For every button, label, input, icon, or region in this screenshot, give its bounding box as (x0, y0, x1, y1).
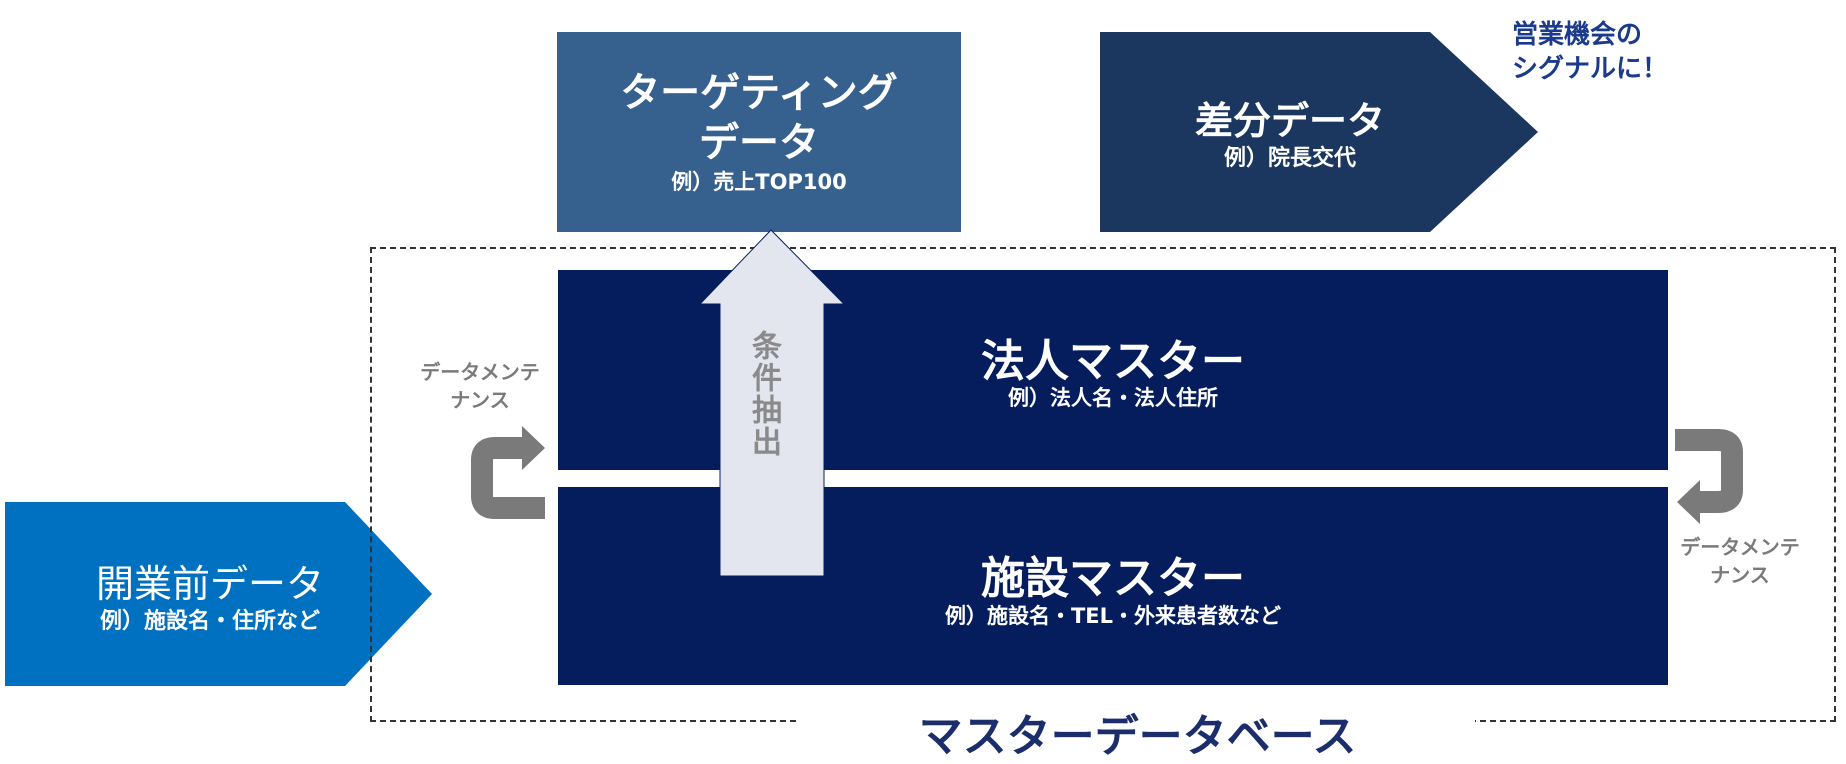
targeting-title-line2: データ (699, 120, 819, 166)
targeting-data-title: ターゲティング データ (557, 68, 961, 168)
diff-data-title: 差分データ (1194, 99, 1385, 143)
corporate-master-example: 例）法人名・法人住所 (1008, 386, 1218, 410)
maintenance-label-left: データメンテ ナンス (400, 358, 560, 414)
maintenance-label-right: データメンテ ナンス (1660, 533, 1820, 589)
corporate-master-title: 法人マスター (981, 336, 1245, 387)
extraction-up-arrow (698, 229, 846, 577)
maintenance-left-arrow (471, 426, 545, 519)
diff-data-chevron (1100, 32, 1538, 232)
maintenance-right-line1: データメンテ (1680, 535, 1800, 559)
pre-opening-data-example: 例）施設名・住所など (99, 609, 320, 634)
sales-signal-text: 営業機会の シグナルに！ (1512, 20, 1669, 84)
diff-data-example: 例）院長交代 (1223, 146, 1356, 171)
pre-opening-chevron (5, 502, 432, 686)
maintenance-right-line2: ナンス (1710, 563, 1770, 587)
extraction-label: 条件抽出 (746, 330, 781, 458)
maintenance-left-line1: データメンテ (420, 360, 540, 384)
database-label-background (800, 705, 1475, 745)
facility-master-example: 例）施設名・TEL・外来患者数など (944, 604, 1282, 628)
facility-master-title: 施設マスター (981, 553, 1245, 604)
targeting-data-box (557, 32, 961, 232)
targeting-title-line1: ターゲティング (620, 70, 898, 116)
database-label: マスターデータベース (918, 711, 1357, 762)
pre-opening-data-title: 開業前データ (95, 562, 324, 606)
targeting-data-example: 例）売上TOP100 (671, 170, 847, 194)
maintenance-left-line2: ナンス (450, 388, 510, 412)
maintenance-right-arrow (1675, 429, 1743, 524)
